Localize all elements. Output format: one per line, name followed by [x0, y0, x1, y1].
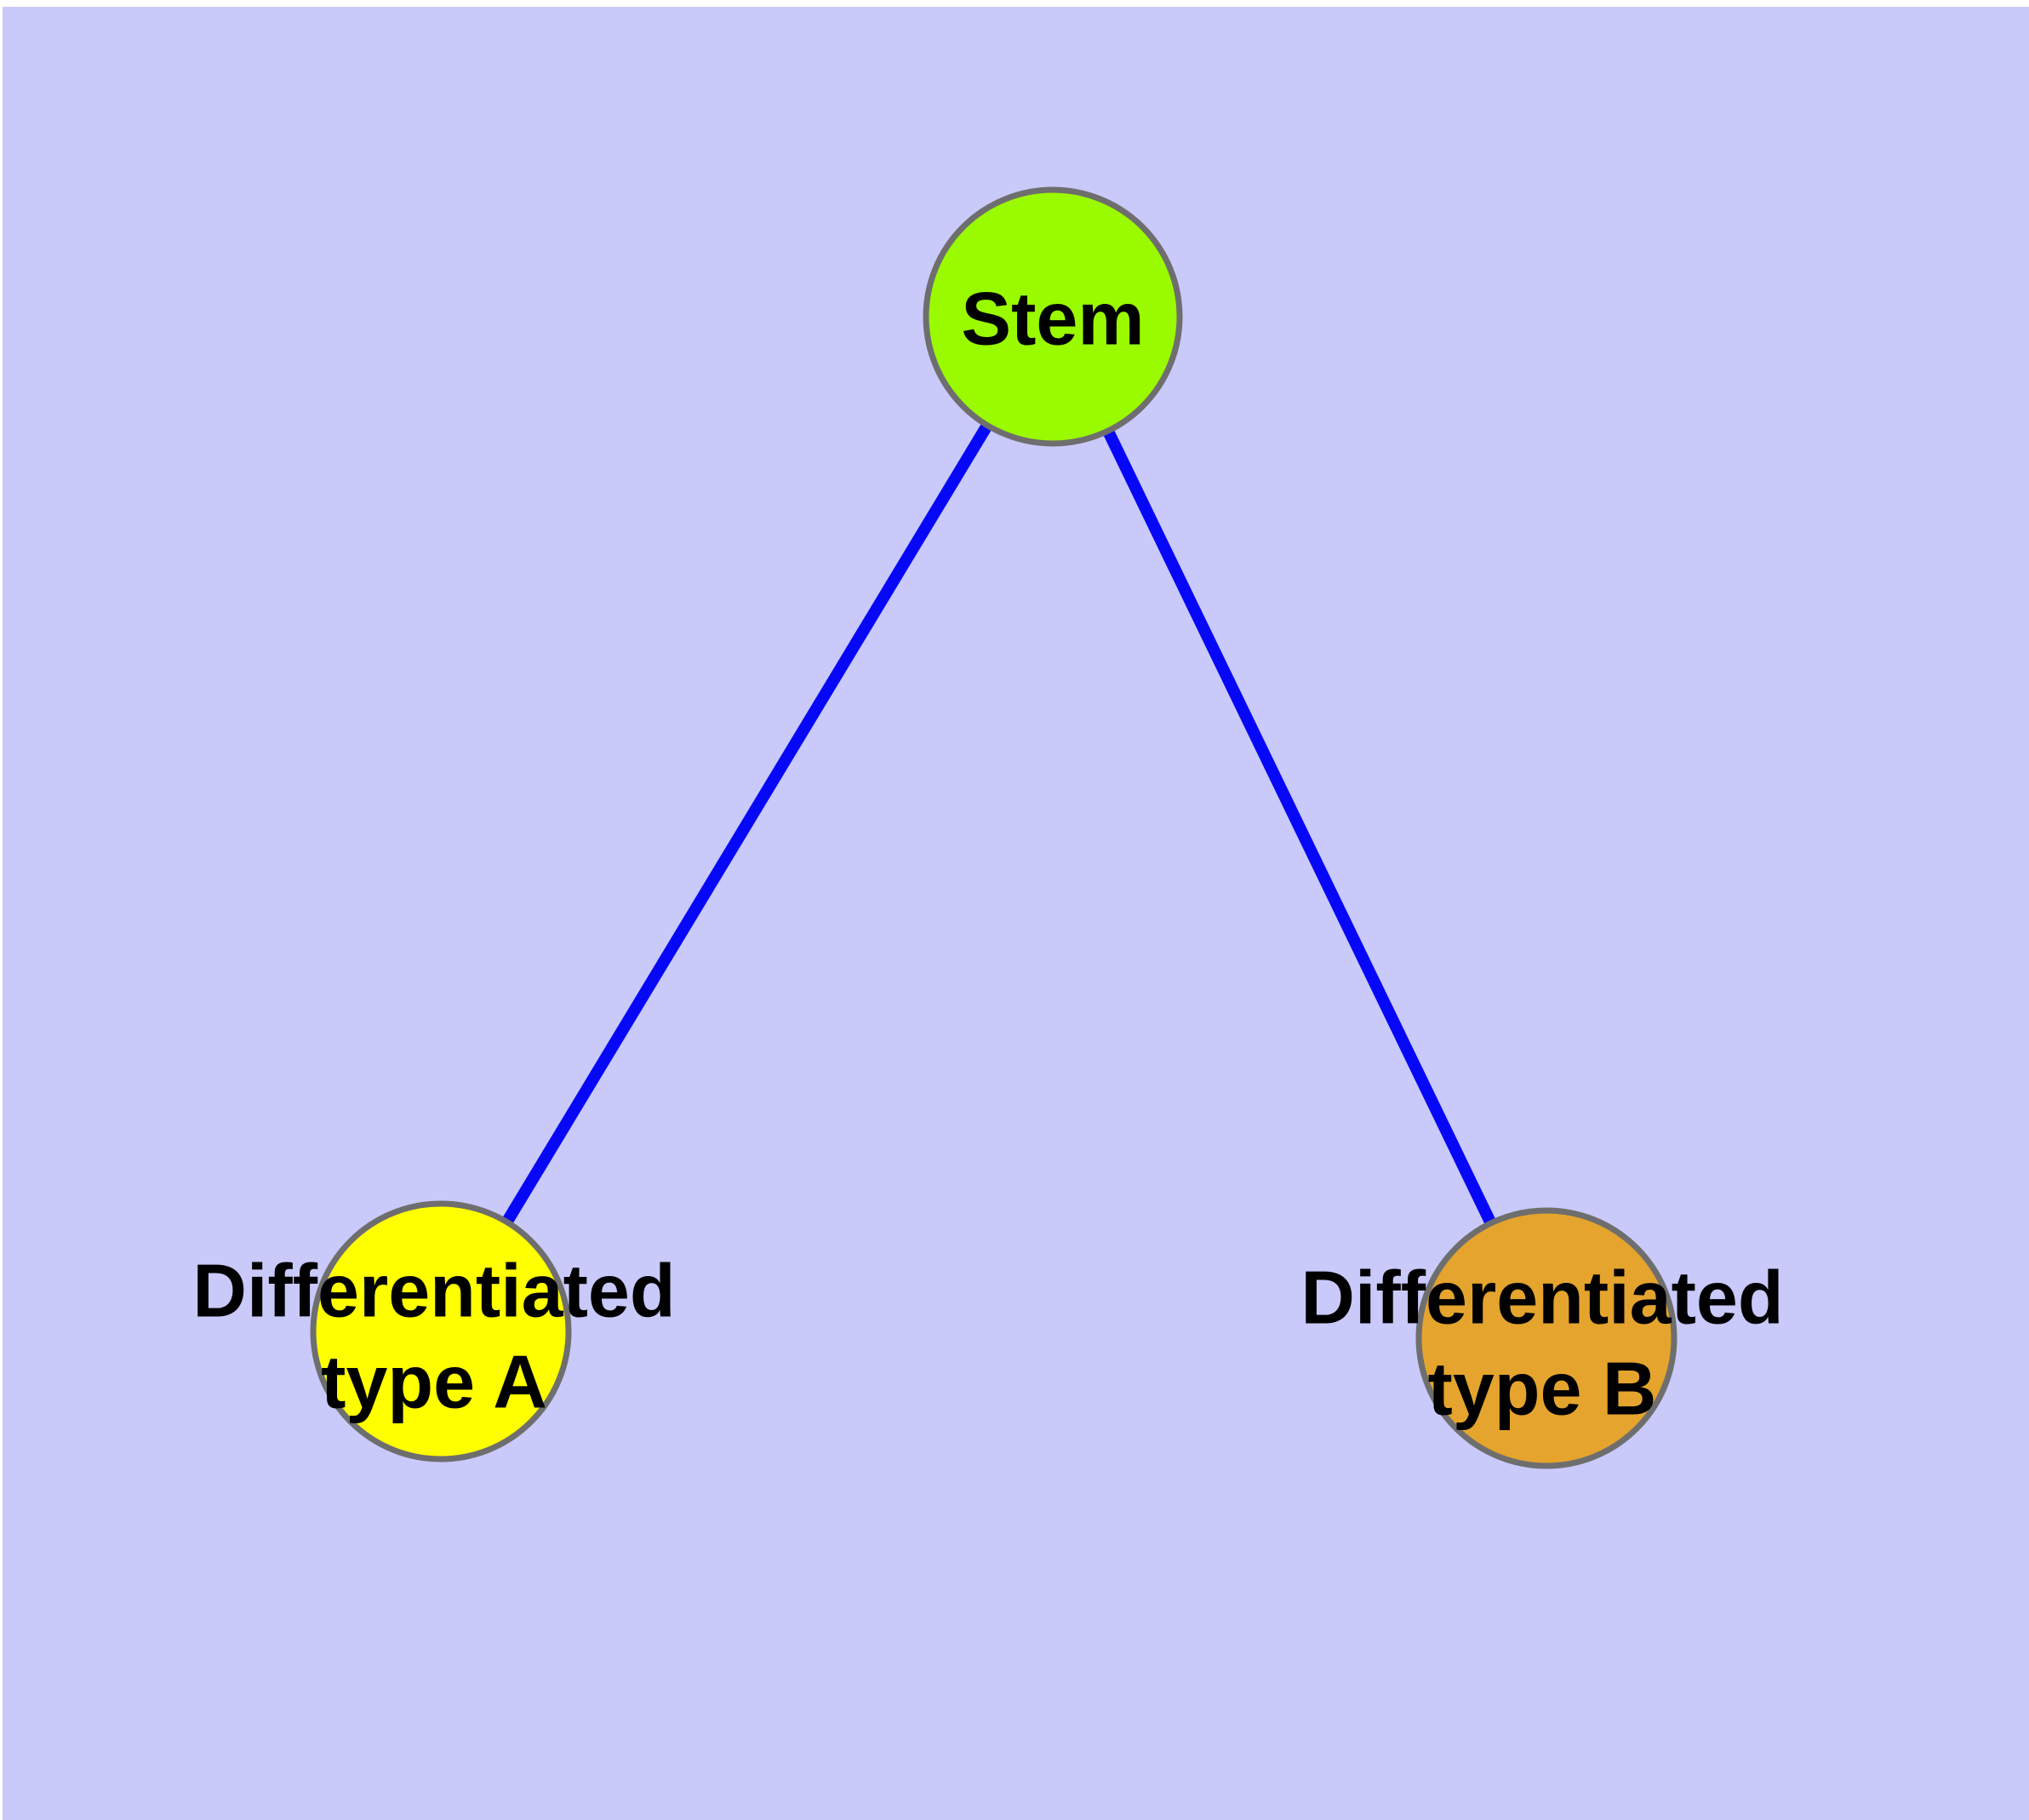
edge-stem-to-type-a [436, 313, 1058, 1335]
edge-stem-to-type-b [1047, 313, 1552, 1342]
node-type-b-circle [1415, 1207, 1677, 1469]
node-type-a-circle [310, 1200, 572, 1462]
node-stem-circle [923, 186, 1183, 447]
